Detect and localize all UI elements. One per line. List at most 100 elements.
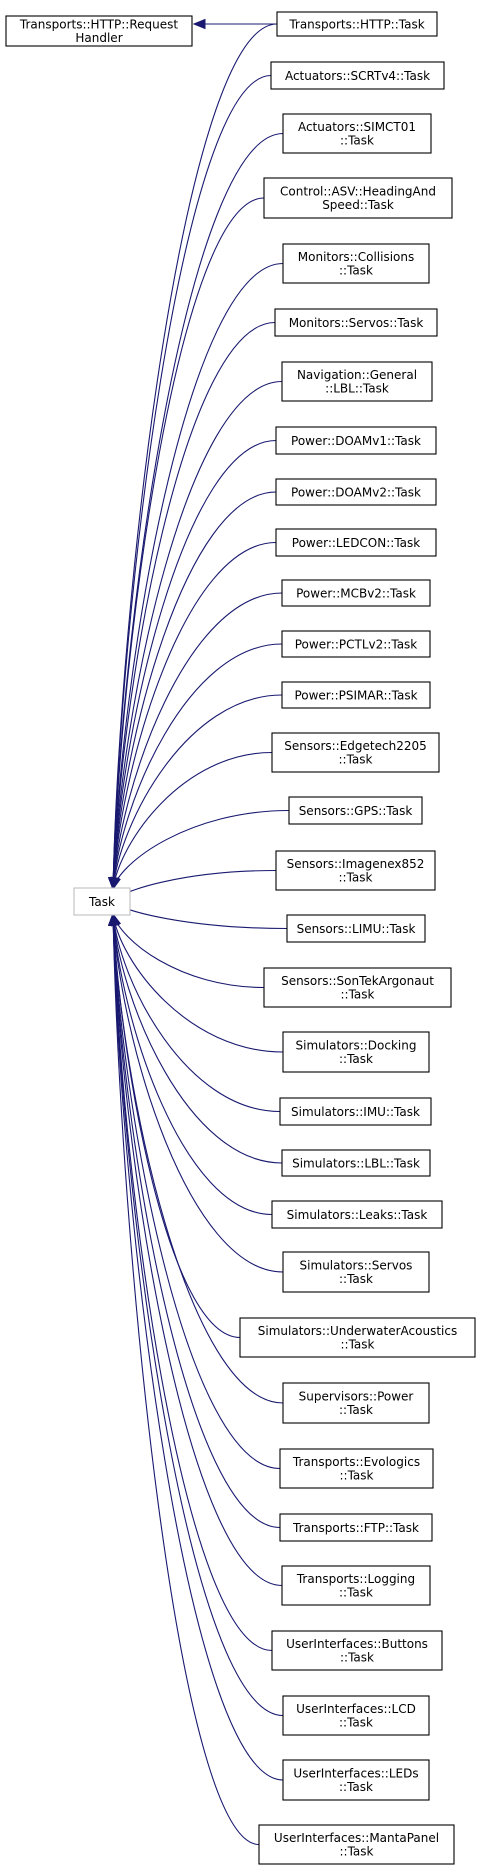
edge-simulators-lbl-task bbox=[112, 913, 283, 1164]
edge-power-doamv1-task bbox=[112, 439, 277, 890]
node-power-psimar-task-label-line-1: Power::PSIMAR::Task bbox=[294, 688, 417, 702]
node-userinterfaces-leds-task[interactable]: UserInterfaces::LEDs::Task bbox=[282, 1759, 430, 1801]
node-actuators-scrtv4-task[interactable]: Actuators::SCRTv4::Task bbox=[270, 61, 445, 90]
node-simulators-lbl-task-box bbox=[281, 1149, 431, 1177]
edge-power-psimar-task bbox=[112, 694, 283, 890]
node-simulators-lbl-task[interactable]: Simulators::LBL::Task bbox=[281, 1149, 431, 1177]
node-simulators-underwateracoustics-task-label-line-2: ::Task bbox=[341, 1338, 375, 1352]
node-power-pctlv2-task[interactable]: Power::PCTLv2::Task bbox=[281, 630, 431, 658]
node-navigation-general-lbl-task-label-line-2: ::LBL::Task bbox=[325, 382, 389, 396]
node-transports-logging-task[interactable]: Transports::Logging::Task bbox=[281, 1565, 431, 1606]
node-simulators-leaks-task[interactable]: Simulators::Leaks::Task bbox=[271, 1200, 443, 1229]
edge-monitors-servos-task bbox=[112, 321, 276, 890]
arrowhead-userinterfaces-mantapanel-task bbox=[108, 912, 119, 926]
node-simulators-docking-task-label-line-1: Simulators::Docking bbox=[296, 1039, 417, 1053]
node-transports-ftp-task[interactable]: Transports::FTP::Task bbox=[279, 1513, 433, 1542]
node-power-doamv2-task[interactable]: Power::DOAMv2::Task bbox=[275, 478, 437, 506]
node-simulators-underwateracoustics-task[interactable]: Simulators::UnderwaterAcoustics::Task bbox=[239, 1317, 476, 1358]
node-actuators-scrtv4-task-box bbox=[270, 61, 445, 90]
node-transports-evologics-task-box bbox=[279, 1448, 434, 1489]
node-simulators-leaks-task-label-line-1: Simulators::Leaks::Task bbox=[287, 1208, 428, 1222]
node-power-psimar-task[interactable]: Power::PSIMAR::Task bbox=[281, 681, 431, 709]
node-userinterfaces-buttons-task[interactable]: UserInterfaces::Buttons::Task bbox=[271, 1630, 443, 1671]
node-monitors-collisions-task[interactable]: Monitors::Collisions::Task bbox=[282, 243, 430, 284]
edge-sensors-sontekargonaut-task bbox=[112, 913, 265, 989]
node-control-asv-headingandspeed-task-label-line-2: Speed::Task bbox=[322, 198, 394, 212]
node-task-root[interactable]: Task bbox=[73, 887, 131, 916]
node-power-ledcon-task[interactable]: Power::LEDCON::Task bbox=[275, 528, 437, 557]
node-power-pctlv2-task-label-line-1: Power::PCTLv2::Task bbox=[295, 637, 418, 651]
edge-sensors-limu-task bbox=[112, 901, 288, 930]
node-sensors-imagenex852-task-label-line-2: ::Task bbox=[339, 871, 373, 885]
node-simulators-docking-task[interactable]: Simulators::Docking::Task bbox=[282, 1031, 430, 1073]
edge-userinterfaces-mantapanel-task bbox=[112, 913, 260, 1846]
node-sensors-sontekargonaut-task-label-line-2: ::Task bbox=[341, 988, 375, 1002]
node-monitors-collisions-task-label-line-2: ::Task bbox=[339, 264, 373, 278]
node-sensors-edgetech2205-task[interactable]: Sensors::Edgetech2205::Task bbox=[271, 732, 440, 773]
node-userinterfaces-lcd-task-label-line-2: ::Task bbox=[339, 1716, 373, 1730]
node-simulators-imu-task[interactable]: Simulators::IMU::Task bbox=[279, 1097, 432, 1126]
node-simulators-lbl-task-label-line-1: Simulators::LBL::Task bbox=[292, 1156, 420, 1170]
node-power-ledcon-task-label-line-1: Power::LEDCON::Task bbox=[292, 536, 421, 550]
node-userinterfaces-leds-task-label-line-1: UserInterfaces::LEDs bbox=[293, 1767, 418, 1781]
arrowhead-request-handler bbox=[192, 18, 206, 30]
node-userinterfaces-buttons-task-label-line-1: UserInterfaces::Buttons bbox=[286, 1637, 428, 1651]
node-transports-http-request-handler-label-line-2: Handler bbox=[75, 31, 122, 45]
node-transports-http-task[interactable]: Transports::HTTP::Task bbox=[276, 11, 438, 37]
node-transports-http-task-label-line-1: Transports::HTTP::Task bbox=[288, 17, 424, 31]
node-navigation-general-lbl-task-label-line-1: Navigation::General bbox=[297, 368, 417, 382]
node-power-psimar-task-box bbox=[281, 681, 431, 709]
node-simulators-servos-task-label-line-2: ::Task bbox=[339, 1272, 373, 1286]
node-transports-http-task-box bbox=[276, 11, 438, 37]
node-control-asv-headingandspeed-task-box bbox=[263, 177, 453, 219]
node-transports-evologics-task[interactable]: Transports::Evologics::Task bbox=[279, 1448, 434, 1489]
node-simulators-servos-task[interactable]: Simulators::Servos::Task bbox=[282, 1251, 430, 1293]
edge-actuators-simct01-task bbox=[112, 132, 284, 890]
node-monitors-servos-task[interactable]: Monitors::Servos::Task bbox=[274, 308, 438, 337]
edge-power-doamv2-task bbox=[112, 491, 277, 890]
node-navigation-general-lbl-task[interactable]: Navigation::General::LBL::Task bbox=[281, 361, 433, 402]
node-userinterfaces-lcd-task-box bbox=[282, 1695, 430, 1736]
node-sensors-sontekargonaut-task-box bbox=[263, 967, 452, 1008]
node-power-mcbv2-task[interactable]: Power::MCBv2::Task bbox=[281, 579, 431, 607]
node-task-root-box bbox=[73, 887, 131, 916]
arrowhead-sensors-gps-task bbox=[110, 876, 121, 891]
node-transports-http-request-handler-box bbox=[5, 15, 193, 47]
node-userinterfaces-mantapanel-task[interactable]: UserInterfaces::MantaPanel::Task bbox=[258, 1824, 455, 1865]
node-sensors-sontekargonaut-task[interactable]: Sensors::SonTekArgonaut::Task bbox=[263, 967, 452, 1008]
node-power-doamv1-task[interactable]: Power::DOAMv1::Task bbox=[275, 426, 437, 455]
node-transports-http-request-handler-label-line-1: Transports::HTTP::Request bbox=[19, 18, 178, 32]
edge-navigation-general-lbl-task bbox=[112, 380, 283, 890]
node-actuators-simct01-task-label-line-2: ::Task bbox=[340, 134, 374, 148]
node-power-mcbv2-task-label-line-1: Power::MCBv2::Task bbox=[296, 586, 416, 600]
node-monitors-collisions-task-box bbox=[282, 243, 430, 284]
node-userinterfaces-lcd-task[interactable]: UserInterfaces::LCD::Task bbox=[282, 1695, 430, 1736]
edge-transports-evologics-task bbox=[112, 913, 281, 1470]
node-transports-evologics-task-label-line-2: ::Task bbox=[340, 1469, 374, 1483]
node-sensors-limu-task-box bbox=[286, 914, 426, 943]
node-userinterfaces-buttons-task-box bbox=[271, 1630, 443, 1671]
node-sensors-imagenex852-task-box bbox=[275, 850, 436, 891]
node-userinterfaces-lcd-task-label-line-1: UserInterfaces::LCD bbox=[296, 1702, 416, 1716]
node-userinterfaces-leds-task-label-line-2: ::Task bbox=[339, 1780, 373, 1794]
node-power-doamv2-task-box bbox=[275, 478, 437, 506]
node-control-asv-headingandspeed-task-label-line-1: Control::ASV::HeadingAnd bbox=[280, 185, 436, 199]
node-transports-ftp-task-label-line-1: Transports::FTP::Task bbox=[292, 1521, 419, 1535]
edge-userinterfaces-buttons-task bbox=[112, 913, 273, 1652]
node-sensors-gps-task[interactable]: Sensors::GPS::Task bbox=[288, 796, 423, 825]
node-supervisors-power-task[interactable]: Supervisors::Power::Task bbox=[282, 1382, 430, 1424]
node-navigation-general-lbl-task-box bbox=[281, 361, 433, 402]
node-simulators-docking-task-box bbox=[282, 1031, 430, 1073]
node-sensors-sontekargonaut-task-label-line-1: Sensors::SonTekArgonaut bbox=[281, 974, 434, 988]
node-sensors-imagenex852-task[interactable]: Sensors::Imagenex852::Task bbox=[275, 850, 436, 891]
node-actuators-simct01-task[interactable]: Actuators::SIMCT01::Task bbox=[282, 113, 432, 154]
node-simulators-servos-task-box bbox=[282, 1251, 430, 1293]
edge-userinterfaces-lcd-task bbox=[112, 913, 284, 1717]
node-simulators-imu-task-label-line-1: Simulators::IMU::Task bbox=[291, 1105, 420, 1119]
node-power-pctlv2-task-box bbox=[281, 630, 431, 658]
node-transports-evologics-task-label-line-1: Transports::Evologics bbox=[292, 1455, 420, 1469]
node-sensors-limu-task[interactable]: Sensors::LIMU::Task bbox=[286, 914, 426, 943]
edge-simulators-docking-task bbox=[112, 913, 284, 1053]
